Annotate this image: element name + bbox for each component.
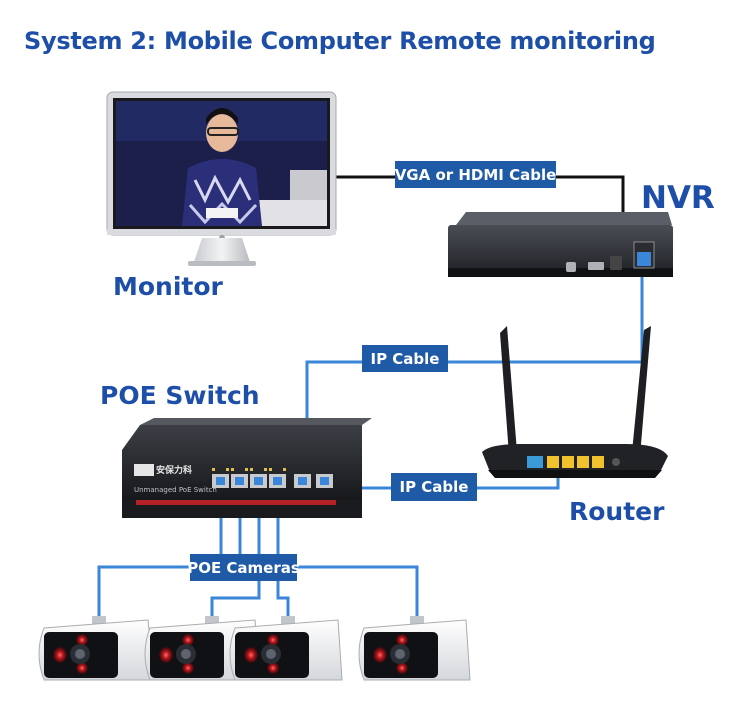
monitor-device — [106, 91, 337, 266]
poe-camera-cables — [97, 490, 419, 622]
router-label: Router — [569, 497, 665, 526]
vga-hdmi-cable-tag: VGA or HDMI Cable — [395, 161, 556, 188]
nvr-device — [448, 212, 673, 277]
ip-cable-tag-top: IP Cable — [362, 345, 448, 372]
poe-camera-4 — [358, 616, 471, 681]
monitor-label: Monitor — [113, 272, 223, 301]
ip-cable-nvr-switch — [305, 268, 644, 470]
page-title: System 2: Mobile Computer Remote monitor… — [24, 27, 656, 55]
poe-switch-device — [122, 418, 372, 518]
nvr-label: NVR — [641, 180, 715, 216]
switch-model-text: Unmanaged PoE Switch — [134, 486, 217, 494]
switch-brand-text: 安保力科 — [156, 466, 193, 476]
ip-cable-tag-router: IP Cable — [391, 473, 477, 501]
poe-camera-1 — [38, 616, 155, 681]
poe-cameras-tag: POE Cameras — [187, 554, 300, 581]
poe-camera-3 — [229, 616, 343, 681]
poe-switch-label: POE Switch — [100, 381, 260, 410]
router-device — [482, 326, 668, 478]
